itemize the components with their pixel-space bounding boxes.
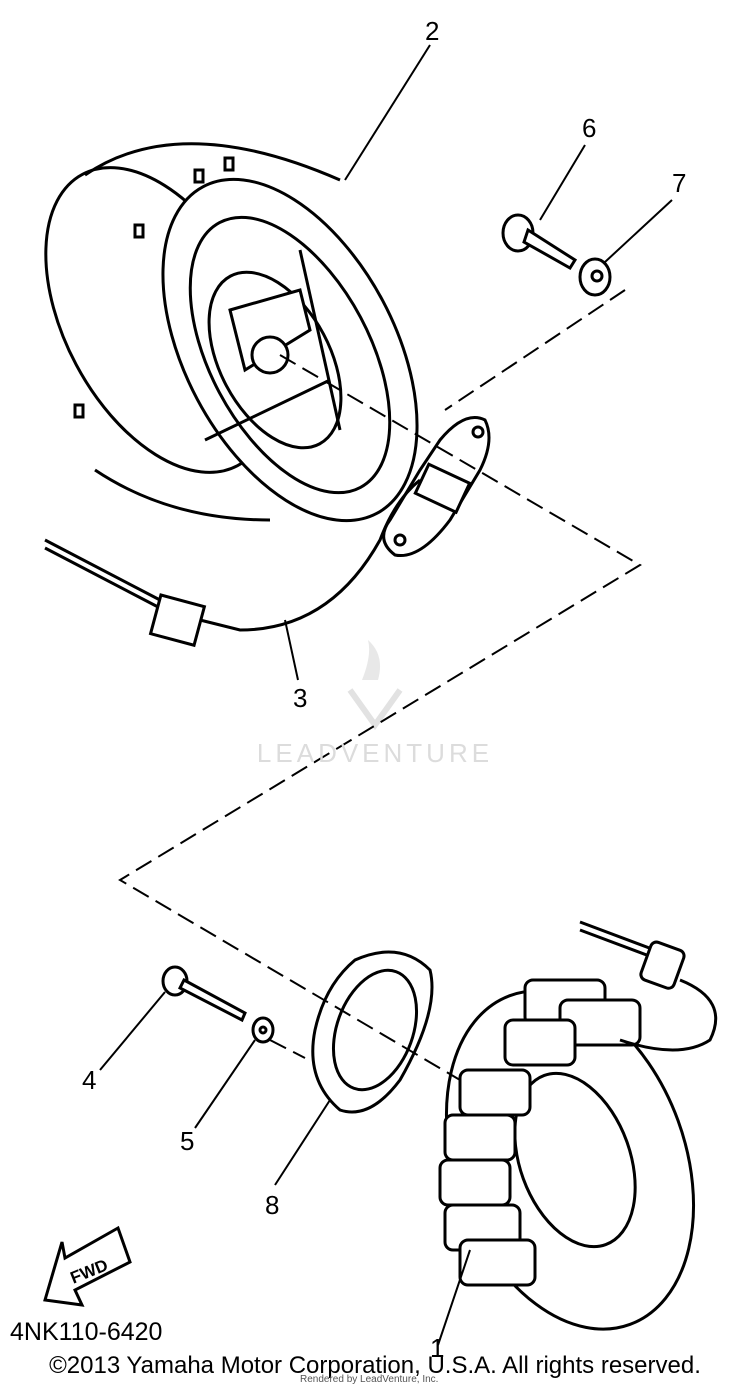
copyright-notice: ©2013 Yamaha Motor Corporation, U.S.A. A… — [49, 1352, 701, 1379]
pickup-coil-assembly — [44, 416, 491, 648]
stator-assembly — [438, 920, 718, 1331]
callout-5: 5 — [180, 1126, 195, 1156]
washer-7 — [578, 257, 612, 297]
callout-2: 2 — [425, 16, 440, 46]
callout-3: 3 — [293, 683, 308, 713]
flywheel-rotor — [44, 142, 419, 523]
gasket-8 — [311, 950, 434, 1114]
callout-leader-lines — [99, 44, 673, 1346]
diagram-code: 4NK110-6420 — [10, 1318, 163, 1346]
bolt-6 — [501, 213, 578, 271]
callout-6: 6 — [582, 113, 597, 143]
callout-4: 4 — [82, 1065, 97, 1095]
watermark-text: LEADVENTURE — [256, 738, 494, 768]
washer-5 — [251, 1016, 275, 1044]
fwd-arrow-icon — [43, 1225, 132, 1307]
callout-7: 7 — [672, 168, 687, 198]
leadventure-watermark-logo — [347, 640, 403, 731]
rendered-by-note: Rendered by LeadVenture, Inc. — [300, 1374, 439, 1385]
assembly-dash-lines — [118, 289, 642, 1081]
callout-1: 1 — [430, 1333, 445, 1363]
callout-8: 8 — [265, 1190, 280, 1220]
screw-4 — [161, 965, 247, 1023]
